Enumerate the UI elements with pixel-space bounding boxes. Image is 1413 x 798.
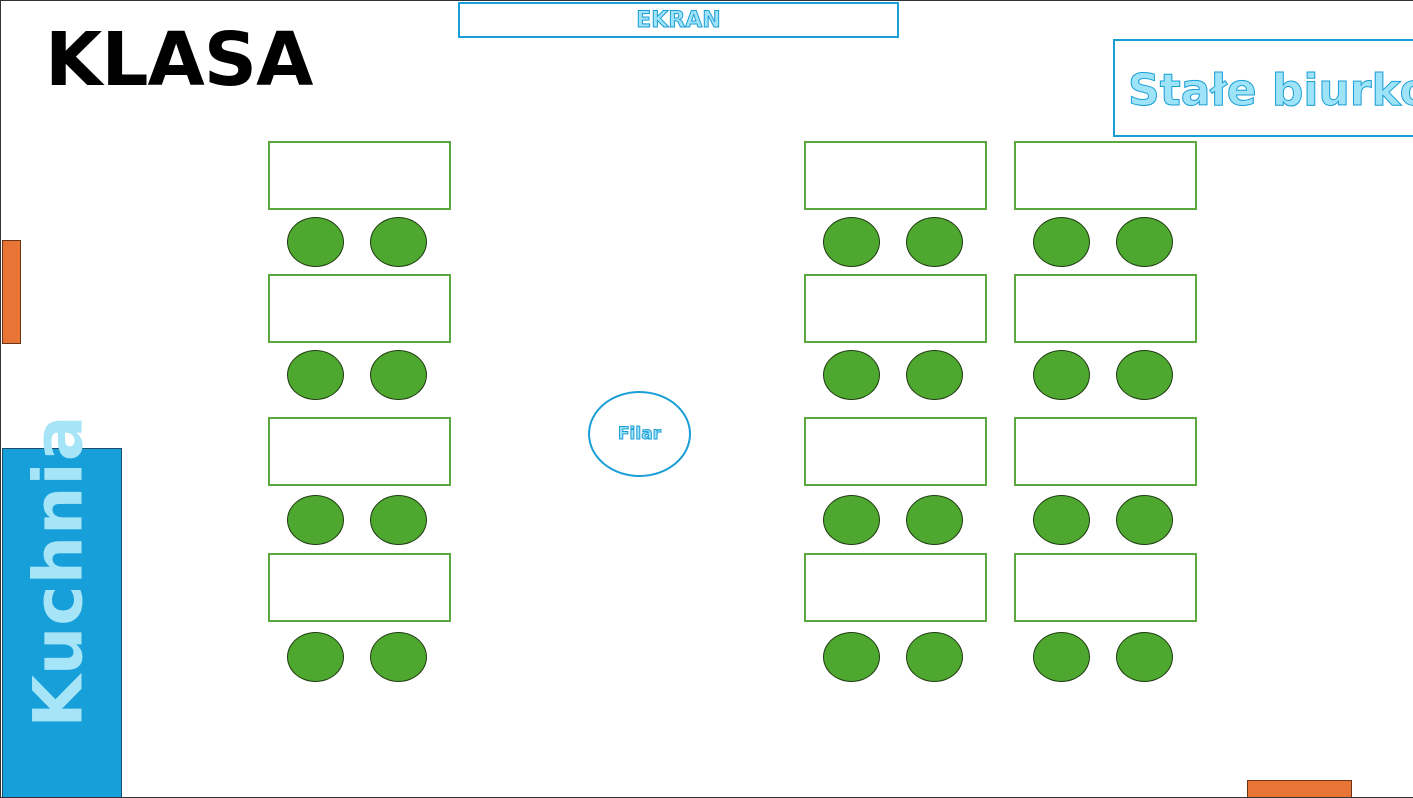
- desk: [268, 553, 451, 622]
- chair: [823, 217, 880, 267]
- screen-area: EKRAN: [458, 2, 899, 38]
- room-title: KLASA: [45, 17, 313, 103]
- chair: [1116, 217, 1173, 267]
- pillar: Filar: [588, 391, 691, 477]
- chair: [287, 632, 344, 682]
- desk: [1014, 141, 1197, 210]
- chair: [823, 350, 880, 400]
- desk: [268, 141, 451, 210]
- chair: [1116, 350, 1173, 400]
- chair: [370, 495, 427, 545]
- desk: [268, 417, 451, 486]
- fixed-desk: Stałe biurko: [1113, 39, 1413, 137]
- chair: [1033, 350, 1090, 400]
- kitchen-area: Kuchnia: [2, 414, 122, 797]
- desk: [1014, 553, 1197, 622]
- desk: [268, 274, 451, 343]
- chair: [1033, 632, 1090, 682]
- chair: [287, 495, 344, 545]
- chair: [823, 632, 880, 682]
- kitchen-label: Kuchnia: [19, 414, 99, 728]
- desk: [804, 274, 987, 343]
- desk: [804, 141, 987, 210]
- chair: [1033, 495, 1090, 545]
- chair: [1116, 495, 1173, 545]
- desk: [1014, 274, 1197, 343]
- fixed-desk-label: Stałe biurko: [1128, 65, 1413, 117]
- desk: [1014, 417, 1197, 486]
- pillar-label: Filar: [617, 424, 662, 445]
- chair: [1116, 632, 1173, 682]
- chair: [906, 632, 963, 682]
- chair: [370, 217, 427, 267]
- door-left: [2, 240, 21, 344]
- chair: [1033, 217, 1090, 267]
- chair: [287, 350, 344, 400]
- chair: [906, 217, 963, 267]
- desk: [804, 417, 987, 486]
- desk: [804, 553, 987, 622]
- chair: [906, 495, 963, 545]
- chair: [823, 495, 880, 545]
- chair: [370, 632, 427, 682]
- chair: [906, 350, 963, 400]
- screen-label: EKRAN: [636, 7, 721, 33]
- chair: [287, 217, 344, 267]
- chair: [370, 350, 427, 400]
- door-bottom: [1247, 780, 1352, 797]
